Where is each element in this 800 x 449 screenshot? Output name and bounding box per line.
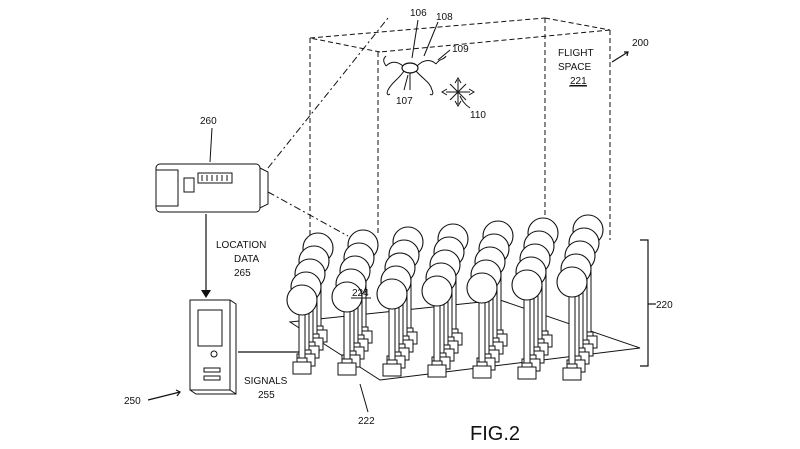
flight-space-ref: 221 [570,76,587,87]
flight-space-line2: SPACE [558,62,591,73]
flight-space-line1: FLIGHT [558,48,594,59]
ball-unit [466,272,498,379]
ball-unit [556,266,588,381]
leader-222 [359,383,369,413]
computer-icon [189,299,237,395]
label-110: 110 [470,110,486,121]
location-data-line2: DATA [234,254,260,265]
label-200: 200 [632,38,649,49]
leader-lines-top [403,19,629,109]
array-bracket [640,239,656,367]
ball-array [286,214,641,381]
label-107: 107 [396,96,413,107]
label-106: 106 [410,8,427,19]
label-260: 260 [200,116,217,127]
ball-unit [376,278,408,377]
camera-view-lines [267,17,389,237]
ball-unit [421,275,453,378]
signals-ref: 255 [258,390,275,401]
camera-icon [155,127,269,213]
drone-icon [383,55,447,96]
label-220: 220 [656,300,673,311]
direction-indicator-icon [441,77,475,107]
location-data-arrow [201,214,211,298]
flight-space-volume [309,17,611,240]
label-222: 222 [358,416,375,427]
label-108: 108 [436,12,453,23]
figure-caption: FIG.2 [470,423,520,445]
signals-line1: SIGNALS [244,376,288,387]
label-109: 109 [452,44,469,55]
location-data-ref: 265 [234,268,251,279]
ball-unit [511,269,543,380]
ball-unit [331,281,363,376]
label-250: 250 [124,396,141,407]
label-224: 224 [352,288,369,299]
ball-unit [286,284,318,375]
location-data-line1: LOCATION [216,240,266,251]
